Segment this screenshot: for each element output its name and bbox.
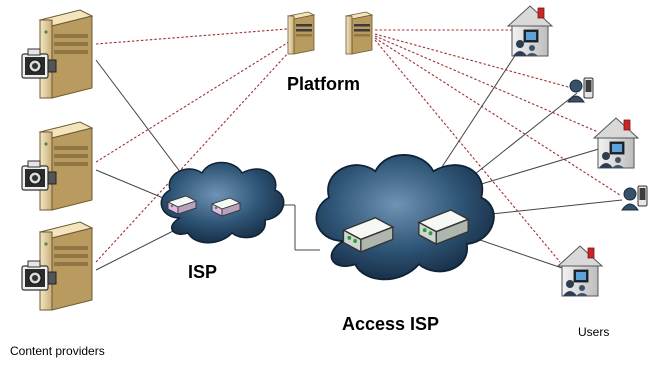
users-label: Users xyxy=(578,325,610,339)
isp-cloud xyxy=(160,161,285,244)
content-provider-1 xyxy=(21,9,93,99)
platform-label: Platform xyxy=(287,74,361,94)
isp-label: ISP xyxy=(188,262,218,282)
dashed-links xyxy=(95,27,621,263)
server-icon xyxy=(287,11,315,55)
user-icon xyxy=(567,77,594,103)
solid-links xyxy=(95,44,623,271)
content-provider-2 xyxy=(21,121,93,211)
users-group xyxy=(507,5,648,297)
content-provider-3 xyxy=(21,221,93,311)
server-icon xyxy=(345,11,373,55)
content-providers-label: Content providers xyxy=(10,344,105,358)
house-icon xyxy=(507,5,553,57)
house-icon xyxy=(557,245,603,297)
house-icon xyxy=(593,117,639,169)
access-isp-cloud xyxy=(315,154,495,281)
user-icon xyxy=(621,185,648,211)
access-isp-label: Access ISP xyxy=(342,314,440,334)
platform-servers xyxy=(287,11,373,55)
